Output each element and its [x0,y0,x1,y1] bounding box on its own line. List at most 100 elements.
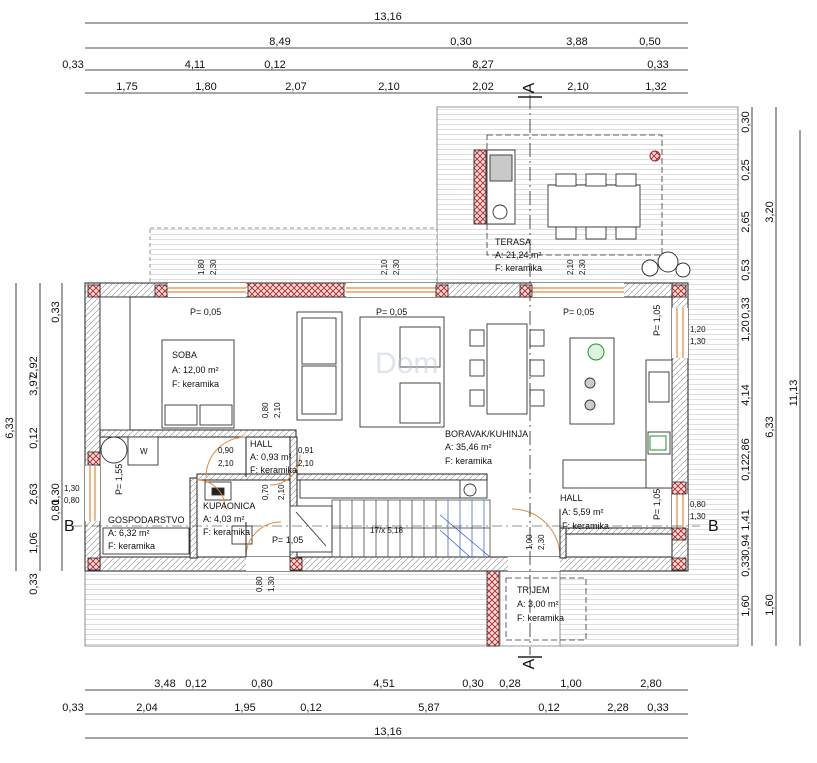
section-a-top: A [521,82,538,93]
window-frames [89,287,684,528]
dimension-label: 0,30 [462,678,483,690]
room-floor: F: keramika [250,465,297,475]
room-floor: F: keramika [445,456,492,466]
room-floor: F: keramika [203,527,250,537]
parapet-label: P= 1,05 [652,305,662,336]
dimension-label: 2,63 [28,483,40,504]
dimension-label: 0,53 [740,259,752,280]
opening-label: 1,20 [690,325,706,334]
room-name: TRIJEM [517,585,550,595]
dimension-label: 2,92 [28,356,40,377]
room-floor: F: keramika [495,263,542,273]
dimension-label: 0,80 [251,678,272,690]
dimension-label: 0,80 [50,499,62,520]
dimension-label: 0,33 [647,702,668,714]
room-floor: F: keramika [562,521,609,531]
dimension-label: 1,60 [740,595,752,616]
dimension-label: 8,27 [472,59,493,71]
room-name: HALL [250,439,273,449]
opening-labels: 1,80 2,30 2,10 2,30 2,10 2,30 1,20 1,30 … [64,259,706,592]
opening-label: 0,80 [255,576,264,592]
room-name: HALL [560,493,583,503]
dimension-label: 3,97 [28,374,40,395]
parapet-label: P= 0,05 [376,307,407,317]
dimension-label: 2,28 [607,702,628,714]
opening-label: 2,10 [277,484,286,500]
dimension-label: 1,32 [645,81,666,93]
opening-label: 0,80 [64,496,80,505]
dimension-label: 1,41 [740,509,752,530]
room-name: GOSPODARSTVO [108,515,185,525]
opening-label: 0,70 [261,484,270,500]
dimension-label: 0,12 [538,702,559,714]
dimension-label: 2,65 [740,211,752,232]
room-floor: F: keramika [108,541,155,551]
dimension-label: 0,33 [50,301,62,322]
parapet-label: P= 0,05 [190,307,221,317]
dimension-label: 0,12 [264,59,285,71]
room-floor: F: keramika [517,613,564,623]
opening-label: 1,30 [690,512,706,521]
dimension-label: 0,33 [647,59,668,71]
section-line-a [518,95,542,658]
dimension-label: 3,20 [764,201,776,222]
opening-label: 2,30 [578,259,587,275]
room-kupaonica: KUPAONICA A: 4,03 m² F: keramika [203,501,255,537]
room-soba: SOBA A: 12,00 m² F: keramika [172,350,219,389]
dimension-label: 0,12 [185,678,206,690]
opening-label: 0,80 [261,402,270,418]
dimension-label: 0,94 [740,534,752,555]
section-a-bottom: A [521,658,538,669]
dimension-label: 2,10 [378,81,399,93]
parapet-label: P= 1,05 [652,489,662,520]
dimension-label: 0,28 [499,678,520,690]
dimension-label: 1,06 [28,532,40,553]
watermark: Dom [375,347,438,380]
plants [587,150,691,451]
dimension-label: 3,48 [154,678,175,690]
room-hall-entry: HALL A: 5,59 m² F: keramika [560,493,609,531]
room-gospodarstvo: GOSPODARSTVO A: 6,32 m² F: keramika [108,515,185,551]
room-area: A: 21,24 m² [495,250,542,260]
dimension-label: 4,14 [740,384,752,405]
dimension-label: 0,33 [62,702,83,714]
opening-label: 1,30 [64,484,80,493]
dimension-label: 8,49 [269,36,290,48]
room-name: BORAVAK/KUHINJA [445,429,528,439]
dimension-label: 4,51 [373,678,394,690]
dimension-label: 2,86 [740,438,752,459]
dimension-label: 0,30 [450,36,471,48]
opening-label: 2,30 [537,534,546,550]
opening-label: 2,10 [273,402,282,418]
furniture [99,149,673,555]
room-area: A: 6,32 m² [108,528,150,538]
opening-label: 0,90 [218,446,234,455]
dimension-label: 0,12 [28,427,40,448]
dimension-label: 0,12 [300,702,321,714]
staircase [331,499,491,558]
dimension-label: 6,33 [4,417,16,438]
room-area: A: 0,93 m² [250,452,292,462]
opening-label: 2,30 [209,259,218,275]
opening-label: 2,10 [218,459,234,468]
opening-label: 1,00 [525,534,534,550]
section-b-left: B [64,518,75,535]
room-hall: HALL A: 0,93 m² F: keramika [250,439,297,475]
room-area: A: 3,00 m² [517,599,559,609]
dimension-label: 13,16 [374,726,402,738]
room-floor: F: keramika [172,379,219,389]
dimension-label: 5,87 [418,702,439,714]
dimension-label: 0,33 [62,59,83,71]
dimension-label: 4,11 [185,59,206,71]
room-trijem: TRIJEM A: 3,00 m² F: keramika [517,585,564,623]
opening-label: 0,91 [298,446,314,455]
parapet-label: P= 0,05 [563,307,594,317]
dimension-label: 0,33 [740,555,752,576]
dimension-label: 1,60 [764,594,776,615]
interior-walls [99,429,673,559]
room-name: TERASA [495,237,531,247]
brick-columns [87,149,687,647]
opening-label: 1,80 [197,259,206,275]
dimension-label: 2,04 [136,702,157,714]
